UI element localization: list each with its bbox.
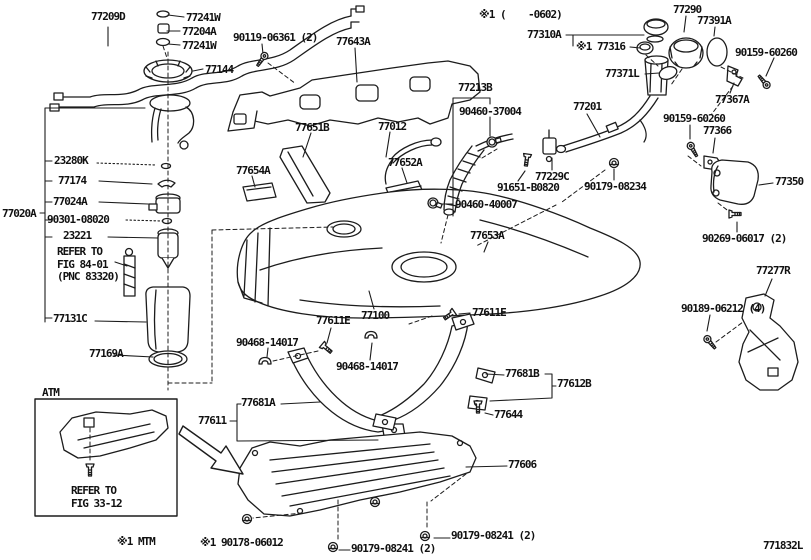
nut-90179-08234-icon — [608, 157, 620, 169]
bracket-77277R-drawing — [738, 293, 799, 391]
bolt-90179-lower-icon — [327, 541, 339, 553]
gasket-77371L-drawing — [658, 66, 678, 80]
bolt-77611E-left-icon — [318, 340, 335, 356]
bracket-77643A-drawing — [227, 60, 481, 132]
gasket-77391A-drawing — [706, 37, 728, 67]
leader-lines — [39, 14, 775, 551]
fuel-lid-77350-drawing — [710, 159, 759, 205]
valve-77229C-drawing — [542, 129, 557, 163]
fuel-pump-bracket-drawing — [149, 94, 195, 150]
bolt-90179-upper-icon — [419, 530, 431, 542]
clip-90468-left-icon — [258, 356, 272, 365]
shield-pan-77606-drawing — [237, 431, 477, 517]
arrow-pointer — [178, 425, 244, 475]
strap-right-77612B-drawing — [372, 313, 475, 431]
pad-77654A-drawing — [242, 182, 277, 202]
tube-connectors-drawing — [155, 10, 171, 47]
screw-90119-icon — [254, 50, 270, 69]
strap-hook-77681B-drawing — [475, 367, 496, 384]
pan-bolt-icon — [369, 496, 381, 508]
shield-77651B-drawing — [279, 145, 331, 204]
filler-pipe-77201-drawing — [555, 55, 669, 154]
bolt-91651-icon — [521, 152, 533, 168]
screw-90159-upper-icon — [755, 72, 773, 91]
tube-77012-drawing — [384, 137, 442, 185]
sensor-77367A-drawing — [726, 65, 743, 87]
clip-90468-mid-icon — [364, 330, 378, 339]
fuel-cap-77290-drawing — [668, 37, 704, 69]
sender-gauge-drawing — [123, 247, 136, 297]
bolt-90178-icon — [241, 513, 253, 525]
screw-90189-icon — [701, 333, 719, 352]
atm-box — [34, 398, 178, 517]
dashed-lines — [89, 45, 744, 542]
pump-small-parts-drawing — [148, 162, 181, 269]
screw-90159-lower-icon — [685, 140, 701, 159]
bolt-90269-icon — [728, 209, 742, 219]
filler-hose-77213B-drawing — [443, 133, 514, 216]
fuel-cap-77310A-drawing — [643, 18, 669, 43]
fuel-tank-drawing — [236, 188, 641, 319]
